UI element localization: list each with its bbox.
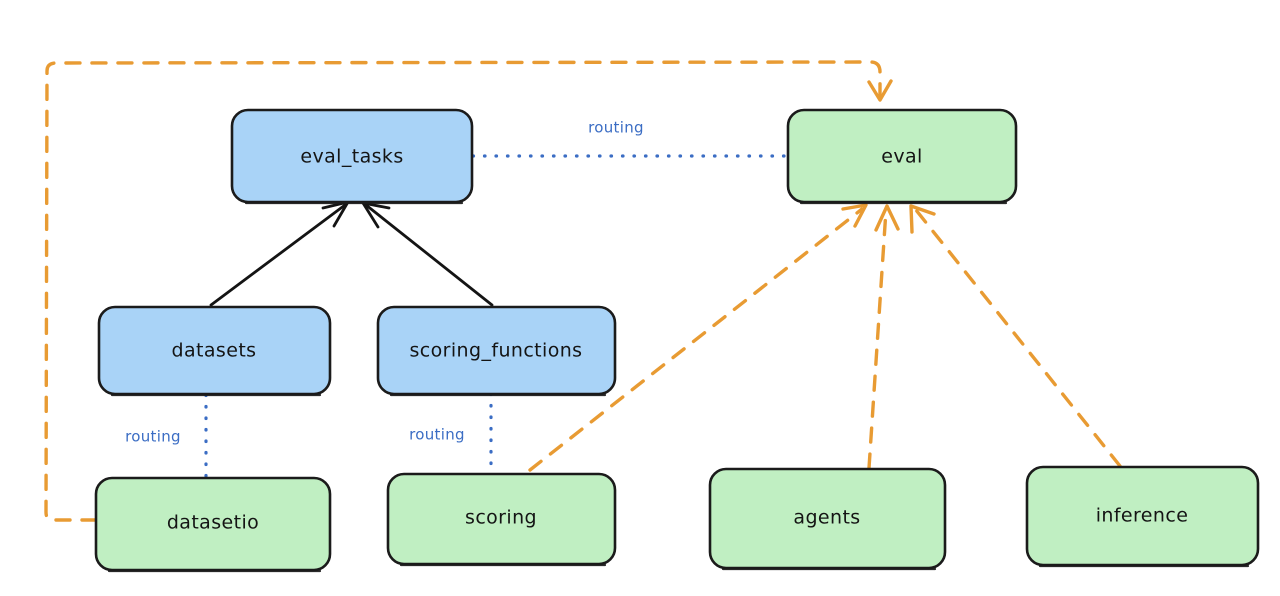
edge-label-routing-datasetio: routing [125, 428, 181, 446]
node-datasets-label: datasets [172, 340, 257, 362]
node-eval_tasks[interactable]: eval_tasks [230, 108, 474, 205]
edge-label-routing-eval: routing [588, 119, 644, 137]
node-eval[interactable]: eval [786, 108, 1018, 205]
edge-scoring_functions-to-eval_tasks[interactable] [361, 201, 494, 307]
edge-label-routing-scoring: routing [409, 426, 465, 444]
edge-datasets-to-datasetio[interactable]: routing [125, 393, 208, 479]
node-eval_tasks-label: eval_tasks [300, 146, 403, 168]
edge-inference-to-eval[interactable] [909, 204, 1122, 468]
node-eval-label: eval [881, 146, 922, 168]
node-scoring[interactable]: scoring [386, 472, 617, 567]
node-datasetio-label: datasetio [167, 512, 259, 534]
edge-scoring-to-eval[interactable] [528, 203, 868, 472]
node-layer: eval_tasks eval datasets scoring_functio… [94, 108, 1260, 573]
edge-datasetio-to-eval[interactable] [44, 60, 893, 522]
node-agents-label: agents [793, 507, 860, 529]
edge-layer: routing routing routing [44, 60, 1122, 522]
node-scoring_functions-label: scoring_functions [410, 340, 583, 362]
node-datasetio[interactable]: datasetio [94, 476, 332, 573]
edge-eval_tasks-to-eval[interactable]: routing [471, 119, 789, 158]
edge-scoring_functions-to-scoring[interactable]: routing [409, 392, 493, 475]
node-inference-label: inference [1096, 505, 1189, 527]
node-scoring-label: scoring [465, 507, 537, 529]
node-agents[interactable]: agents [708, 467, 947, 571]
node-scoring_functions[interactable]: scoring_functions [376, 305, 617, 397]
edge-agents-to-eval[interactable] [867, 204, 900, 470]
edge-datasets-to-eval_tasks[interactable] [209, 200, 350, 307]
node-datasets[interactable]: datasets [97, 305, 332, 397]
node-inference[interactable]: inference [1025, 465, 1260, 568]
